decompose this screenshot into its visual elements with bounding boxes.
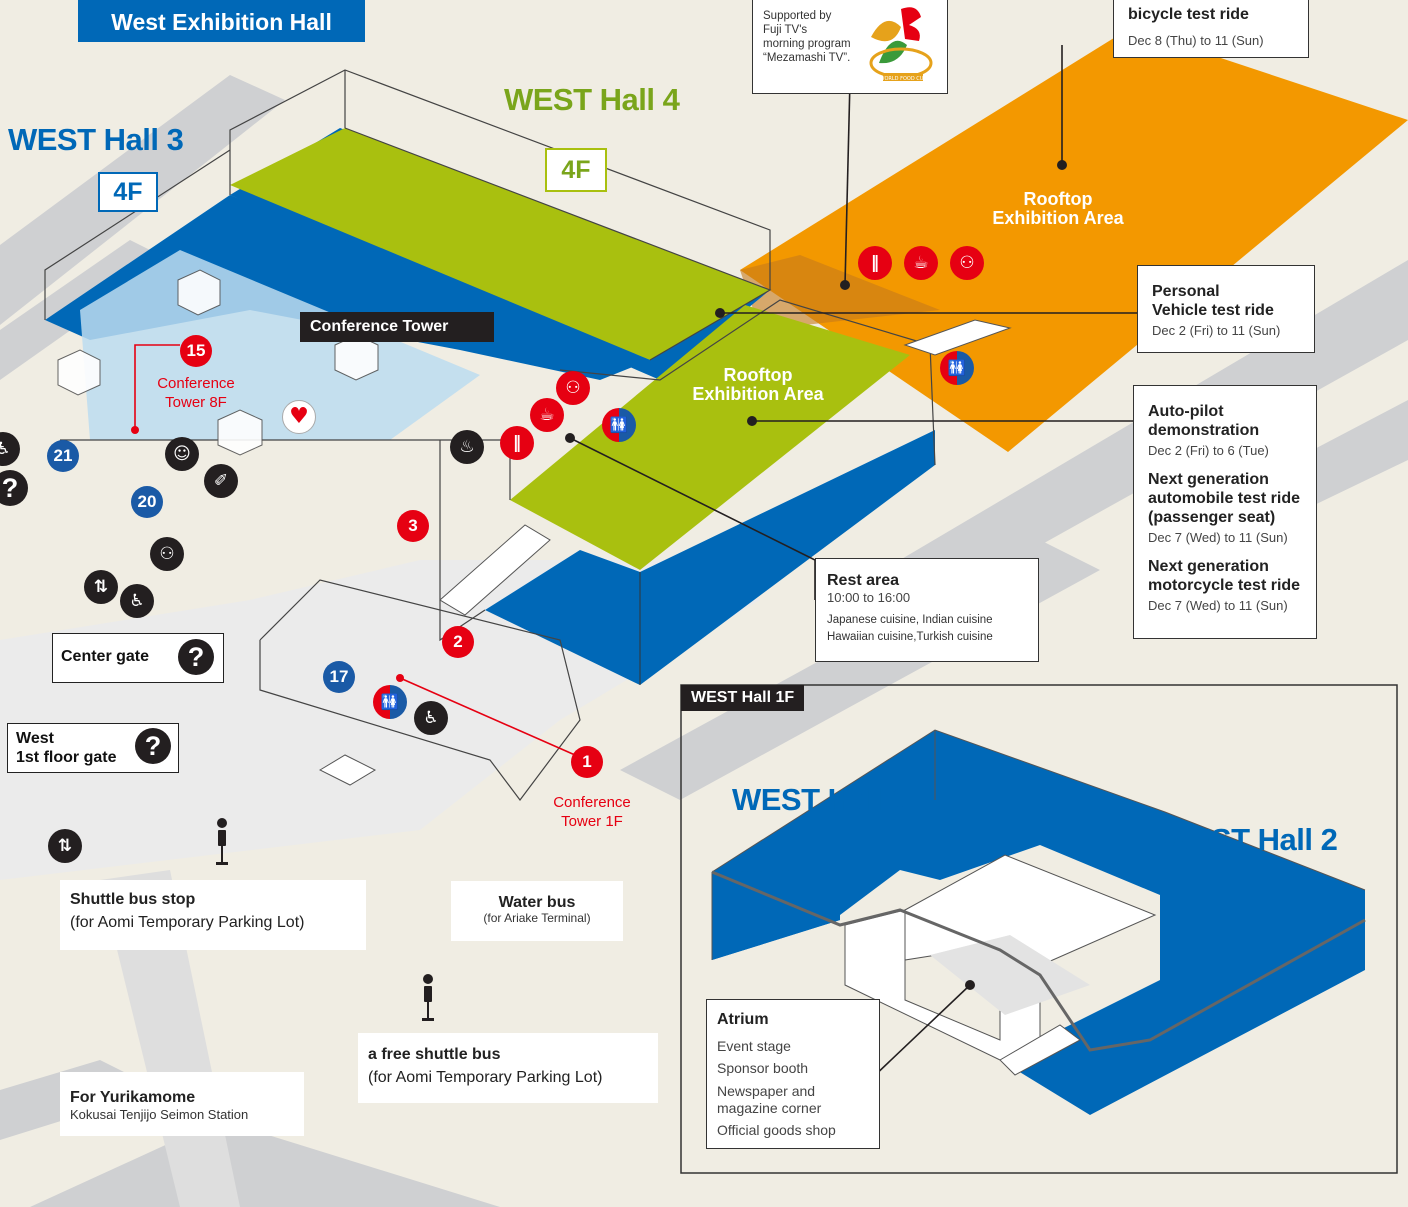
- sponsor-box: Supported by Fuji TV's morning program “…: [752, 0, 948, 94]
- conference-tower-label: Conference Tower: [300, 312, 494, 342]
- free-shuttle-pin-icon: [422, 974, 434, 1021]
- assistance-icon: ⚇: [150, 537, 184, 571]
- stairs-front: [439, 524, 551, 616]
- tower-cubes: [57, 269, 379, 456]
- bicycle-box: bicycle test ride Dec 8 (Thu) to 11 (Sun…: [1113, 0, 1309, 58]
- heart-icon: ♥: [282, 400, 316, 434]
- personal-vehicle-box: Personal Vehicle test ride Dec 2 (Fri) t…: [1137, 265, 1315, 353]
- shuttle-stop-pin-icon: [216, 818, 228, 865]
- building-outlines: [44, 69, 936, 801]
- restroom-icon-3: 🚻: [373, 685, 407, 719]
- west-gate-info-icon: ?: [135, 728, 171, 764]
- events-box: Auto-pilot demonstration Dec 2 (Fri) to …: [1133, 385, 1317, 639]
- rest-icon-2: ⚇: [556, 371, 590, 405]
- accessible-icon-1: ♿: [0, 432, 20, 466]
- elevator-icon-1: ⇅: [84, 570, 118, 604]
- building-south-blue: [485, 430, 935, 685]
- marker-15[interactable]: 15: [180, 335, 212, 367]
- nursing-bottle-icon: ✐: [204, 464, 238, 498]
- center-gate-info-icon: ?: [178, 639, 214, 675]
- header-bar: West Exhibition Hall: [78, 0, 365, 42]
- logo-text: WORLD FOOD CUP: [880, 76, 927, 82]
- hall3-floor-badge: 4F: [98, 172, 158, 212]
- marker-21[interactable]: 21: [47, 440, 79, 472]
- restaurant-icon-2: ‖: [500, 426, 534, 460]
- restaurant-icon: ‖: [858, 246, 892, 280]
- water-bus-box: Water bus (for Ariake Terminal): [451, 881, 623, 941]
- red-leaders: [134, 344, 576, 756]
- hall4-floor-badge: 4F: [545, 148, 607, 192]
- marker-17[interactable]: 17: [323, 661, 355, 693]
- atrium-box: Atrium Event stage Sponsor booth Newspap…: [706, 999, 880, 1149]
- hall3-title: WEST Hall 3: [8, 122, 184, 157]
- smoking-icon: ♨: [450, 430, 484, 464]
- marker-1[interactable]: 1: [571, 746, 603, 778]
- elevator-icon-2: ⇅: [48, 829, 82, 863]
- rooftop-green-area: [510, 305, 910, 570]
- hall1-title: WEST Hall 1: [732, 782, 908, 817]
- accessible-icon-2: ♿: [120, 584, 154, 618]
- yurikamome-box: For Yurikamome Kokusai Tenjijo Seimon St…: [60, 1072, 304, 1136]
- marker-2[interactable]: 2: [442, 626, 474, 658]
- cafe-icon-2: ☕: [530, 398, 564, 432]
- stairs-rooftop: [903, 319, 1012, 356]
- header-title: West Exhibition Hall: [111, 9, 332, 35]
- baby-care-icon: ☺: [165, 437, 199, 471]
- rest-icon: ⚇: [950, 246, 984, 280]
- world-food-cup-logo: WORLD FOOD CUP: [869, 7, 933, 82]
- hall2-title: WEST Hall 2: [1162, 822, 1338, 857]
- marker-3[interactable]: 3: [397, 510, 429, 542]
- hall4-title: WEST Hall 4: [504, 82, 680, 117]
- hall-1f-drawing: [711, 729, 1366, 1115]
- leader-dots: [565, 160, 1067, 990]
- accessible-icon-3: ♿: [414, 701, 448, 735]
- shuttle-bus-stop-box: Shuttle bus stop (for Aomi Temporary Par…: [60, 880, 366, 950]
- restroom-icon: 🚻: [940, 351, 974, 385]
- free-shuttle-box: a free shuttle bus (for Aomi Temporary P…: [358, 1033, 658, 1103]
- rest-area-box: Rest area 10:00 to 16:00 Japanese cuisin…: [815, 558, 1039, 662]
- hall4-green-roof: [230, 128, 770, 360]
- west-hall-1f-panel: [680, 684, 1398, 1174]
- west-hall-1f-label: WEST Hall 1F: [681, 685, 805, 711]
- rooftop-orange-shadow: [740, 255, 940, 330]
- info-icon-left: ?: [0, 470, 28, 506]
- plaza-opening: [318, 754, 377, 786]
- hall3-blue: [45, 195, 650, 380]
- marker-20[interactable]: 20: [131, 486, 163, 518]
- restroom-icon-2: 🚻: [602, 408, 636, 442]
- cafe-icon: ☕: [904, 246, 938, 280]
